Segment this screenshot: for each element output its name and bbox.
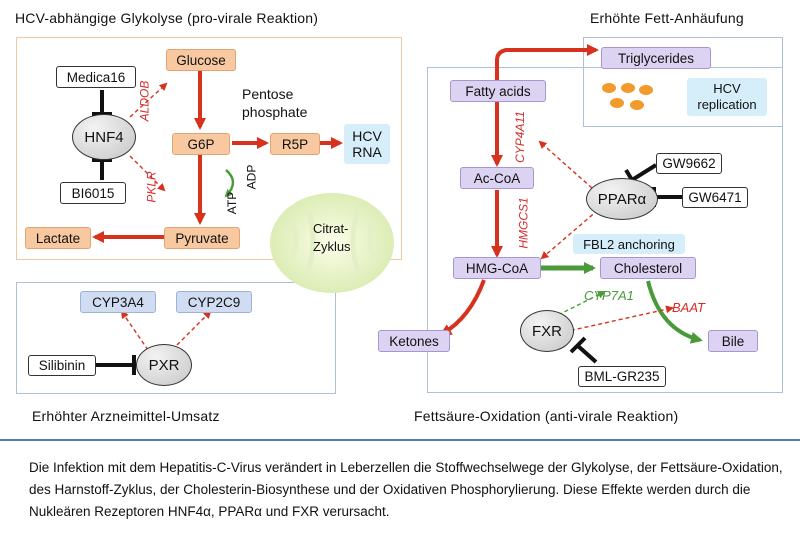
citrate-label-1: Citrat- (313, 221, 349, 236)
cyp3a4-node: CYP3A4 (80, 291, 156, 313)
bile-node: Bile (708, 330, 758, 352)
bi6015-box: BI6015 (60, 182, 126, 204)
ppara-node: PPARα (586, 178, 658, 220)
pathway-arrows (92, 44, 703, 375)
caption-separator (0, 439, 800, 441)
glycolysis-title: HCV-abhängige Glykolyse (pro-virale Reak… (15, 10, 319, 26)
g6p-node: G6P (172, 133, 230, 155)
hmgcs1-label: HMGCS1 (516, 197, 531, 249)
pxr-node: PXR (136, 344, 192, 386)
ketones-node: Ketones (378, 330, 450, 352)
pentose-label-2: phosphate (242, 104, 308, 120)
ac-coa-node: Ac-CoA (460, 167, 534, 189)
r5p-node: R5P (270, 133, 320, 155)
citrate-label-2: Zyklus (313, 239, 351, 254)
aldob-label: ALDOB (137, 80, 152, 122)
lipid-droplets-icon (602, 83, 653, 110)
hcv-rna-box: HCV RNA (344, 124, 390, 164)
triglycerides-node: Triglycerides (601, 47, 711, 69)
lactate-node: Lactate (25, 227, 91, 249)
drug-title: Erhöhter Arzneimittel-Umsatz (32, 408, 220, 424)
silibinin-box: Silibinin (28, 355, 96, 376)
hcv-replication-box: HCV replication (687, 78, 767, 116)
cholesterol-node: Cholesterol (600, 257, 696, 279)
hcv-rna-line1: HCV (352, 128, 382, 144)
mitochondrion-icon (270, 193, 394, 293)
pentose-label-1: Pentose (242, 86, 294, 102)
hnf4-node: HNF4 (72, 114, 136, 160)
fbl2-anchoring-label: FBL2 anchoring (573, 234, 685, 254)
baat-label: BAAT (672, 300, 705, 315)
glucose-node: Glucose (166, 49, 236, 71)
medica16-box: Medica16 (56, 66, 136, 88)
adp-label: ADP (244, 164, 259, 190)
hcv-replication-line1: HCV (713, 81, 741, 96)
figure-caption: Die Infektion mit dem Hepatitis-C-Virus … (29, 460, 783, 519)
pklr-label: PKLR (144, 171, 159, 203)
hcv-replication-line2: replication (697, 97, 757, 112)
bml-gr235-box: BML-GR235 (578, 366, 666, 387)
fat-title: Erhöhte Fett-Anhäufung (590, 10, 744, 26)
hmg-coa-node: HMG-CoA (453, 257, 541, 279)
beta-ox-title: Fettsäure-Oxidation (anti-virale Reaktio… (414, 408, 679, 424)
pyruvate-node: Pyruvate (164, 227, 240, 249)
gw9662-box: GW9662 (656, 153, 722, 174)
cyp7a1-label: CYP7A1 (584, 288, 634, 303)
fatty-acids-node: Fatty acids (450, 80, 546, 102)
gw6471-box: GW6471 (682, 187, 748, 208)
cyp4a11-label: CYP4A11 (512, 111, 527, 163)
drug-frame (16, 282, 336, 394)
atp-label: ATP (225, 191, 240, 215)
glycolysis-frame (16, 37, 402, 260)
cyp2c9-node: CYP2C9 (176, 291, 252, 313)
hcv-rna-line2: RNA (352, 144, 382, 160)
fxr-node: FXR (520, 310, 574, 352)
